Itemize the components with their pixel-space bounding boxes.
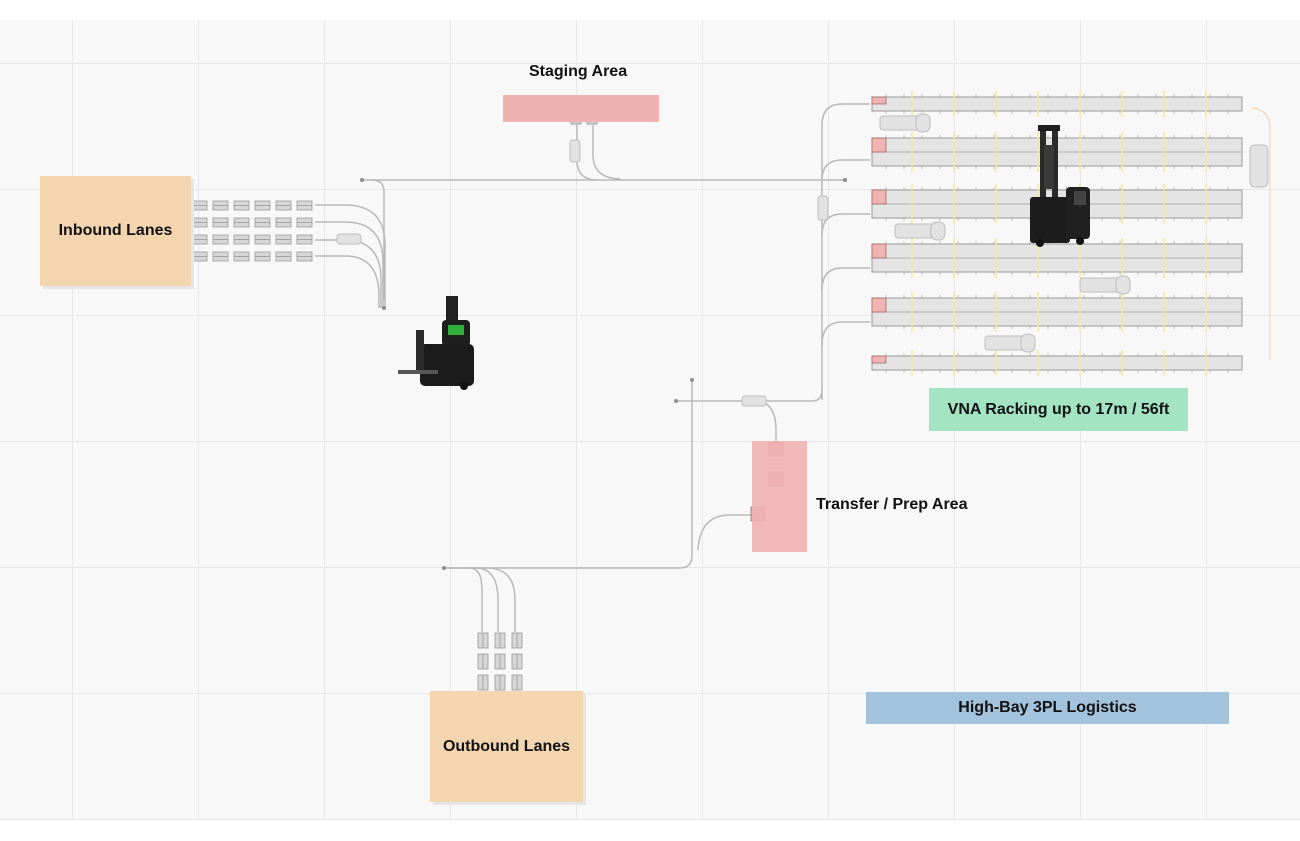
truck-ghost-icon [336,233,362,245]
rack-row [871,91,1243,117]
truck-ghost-icon [984,333,1036,353]
aisle-trucks [336,113,1269,407]
zone-label-staging: Staging Area [529,63,628,80]
pallet [191,234,208,245]
pallet [477,674,489,691]
pallet [275,217,292,228]
autonomous-forklift-icon [398,296,474,390]
pallet [511,632,523,649]
path-inbound-3 [315,239,382,308]
truck-ghost-icon [569,139,581,163]
pallet [494,653,506,670]
truck-ghost-icon [1249,144,1269,188]
pallet [233,200,250,211]
pallet [296,200,313,211]
path-rack-aisle-4 [821,267,870,291]
truck-ghost-icon [817,195,829,221]
path-staging-2 [592,125,621,180]
path-outbound-3 [470,567,516,632]
pallet [494,674,506,691]
zone-outbound-lanes[interactable]: Outbound Lanes [430,691,583,802]
path-inbound-1 [315,204,386,308]
truck-ghost-icon [1079,275,1131,295]
waypoints [360,178,847,570]
pallet [477,632,489,649]
vna-turret-truck-icon [1030,125,1090,247]
pallet [191,217,208,228]
zone-label-vna: VNA Racking up to 17m / 56ft [947,400,1170,418]
path-outbound-2 [460,567,499,632]
truck-ghost-icon [741,395,767,407]
path-transfer-curve [697,514,755,551]
truck-ghost-icon [879,113,931,133]
pallet [212,217,229,228]
travel-paths [315,103,870,632]
path-rack-exit-curve [754,400,777,445]
zone-label-inbound: Inbound Lanes [58,222,173,239]
path-rack-trunk [821,103,870,400]
pallet [233,251,250,262]
pallet [254,234,271,245]
pallet [477,653,489,670]
pallet [212,251,229,262]
path-rack-aisle-2 [821,159,870,181]
path-rack-exit [676,389,823,402]
pallet [191,251,208,262]
pallet [254,217,271,228]
rack-row [871,292,1243,332]
pallet [296,217,313,228]
pallet [511,674,523,691]
pallet [212,200,229,211]
pallet [511,653,523,670]
zone-inbound-lanes[interactable]: Inbound Lanes [40,176,191,286]
zone-label-outbound: Outbound Lanes [442,737,571,755]
pallet [296,251,313,262]
truck-ghost-icon [894,221,946,241]
pallet [275,200,292,211]
path-transfer-trunk [444,380,693,569]
outbound-pallet-grid [477,632,523,691]
pallet [254,200,271,211]
zone-label-transfer: Transfer / Prep Area [816,496,968,513]
inbound-pallet-grid [191,200,313,262]
pallet [233,234,250,245]
pallet [191,200,208,211]
zone-vna-racking[interactable]: VNA Racking up to 17m / 56ft [929,388,1188,431]
rack-row [871,350,1243,376]
pallet [212,234,229,245]
facility-title-banner: High-Bay 3PL Logistics [866,692,1229,724]
zone-transfer-prep[interactable] [752,441,807,552]
facility-title: High-Bay 3PL Logistics [958,699,1137,716]
pallet [275,234,292,245]
pallet [233,217,250,228]
path-rack-aisle-3 [821,213,870,236]
pallet [494,632,506,649]
path-rack-aisle-5 [821,321,870,346]
pallet [275,251,292,262]
path-inbound-4 [315,255,380,308]
path-inbound-2 [315,221,384,308]
pallet [296,234,313,245]
rack-row [871,238,1243,278]
zone-staging-area[interactable] [503,95,659,122]
pallet [254,251,271,262]
path-outbound-1 [444,567,483,632]
